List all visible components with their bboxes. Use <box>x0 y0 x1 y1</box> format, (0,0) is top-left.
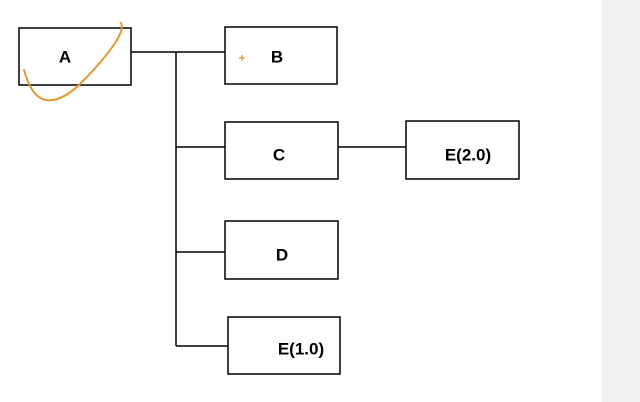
node-e2: E(2.0) <box>405 120 520 180</box>
node-e2-label: E(2.0) <box>445 145 491 164</box>
node-e1-label: E(1.0) <box>278 339 324 358</box>
node-c: C <box>224 121 339 180</box>
freehand-annotation-curve <box>23 22 123 102</box>
node-b-label: B <box>271 47 283 66</box>
node-d-label: D <box>276 245 288 264</box>
node-d: D <box>224 220 339 280</box>
node-b: B <box>224 26 338 85</box>
node-a: A <box>18 27 132 86</box>
plus-annotation-mark <box>239 55 245 61</box>
node-e1: E(1.0) <box>227 316 341 375</box>
node-c-label: C <box>273 145 285 164</box>
connectors <box>131 51 406 347</box>
canvas-edge-strip <box>602 0 640 402</box>
node-a-label: A <box>59 47 71 66</box>
